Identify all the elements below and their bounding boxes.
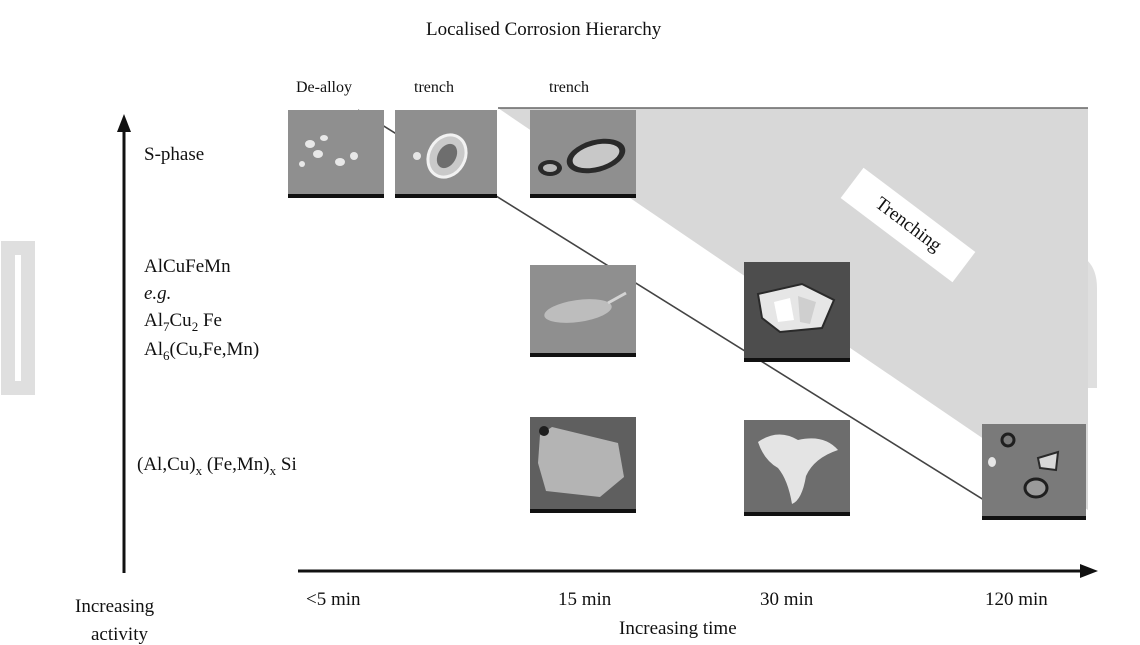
micrograph-alcufemn-30min — [744, 262, 850, 362]
diagram-title: Localised Corrosion Hierarchy — [426, 19, 662, 40]
time-label-120min: 120 min — [985, 589, 1048, 610]
micrograph-s-phase-trench-1 — [395, 110, 497, 198]
time-label-5min: <5 min — [306, 589, 361, 610]
x-axis-arrowhead — [1080, 564, 1098, 578]
row-label-alcufemn: AlCuFeMn — [144, 256, 231, 277]
x-axis-label: Increasing time — [619, 618, 737, 639]
micrograph-alcusi-120min — [982, 424, 1086, 520]
row-label-al7cu2fe: Al7Cu2 Fe — [144, 310, 222, 334]
row-label-alcu-femn-si: (Al,Cu)x (Fe,Mn)x Si — [137, 454, 297, 478]
y-axis-label-line-1: Increasing — [75, 596, 155, 617]
row-label-s-phase: S-phase — [144, 144, 205, 165]
micrograph-s-phase-trench-2 — [530, 110, 636, 198]
micrograph-s-phase-dealloy — [288, 110, 384, 198]
time-label-30min: 30 min — [760, 589, 814, 610]
row-label-eg: e.g. — [144, 283, 172, 304]
y-axis-arrowhead — [117, 114, 131, 132]
column-label-trench-2: trench — [549, 79, 589, 96]
column-label-dealloy: De-alloy — [296, 79, 352, 96]
micrograph-alcusi-30min — [744, 420, 850, 516]
time-label-15min: 15 min — [558, 589, 612, 610]
micrograph-alcusi-15min — [530, 417, 636, 513]
column-label-trench-1: trench — [414, 79, 454, 96]
y-axis-label-line-2: activity — [91, 624, 148, 645]
row-label-al6cufemn: Al6(Cu,Fe,Mn) — [144, 339, 260, 363]
micrograph-alcufemn-15min — [530, 265, 636, 357]
